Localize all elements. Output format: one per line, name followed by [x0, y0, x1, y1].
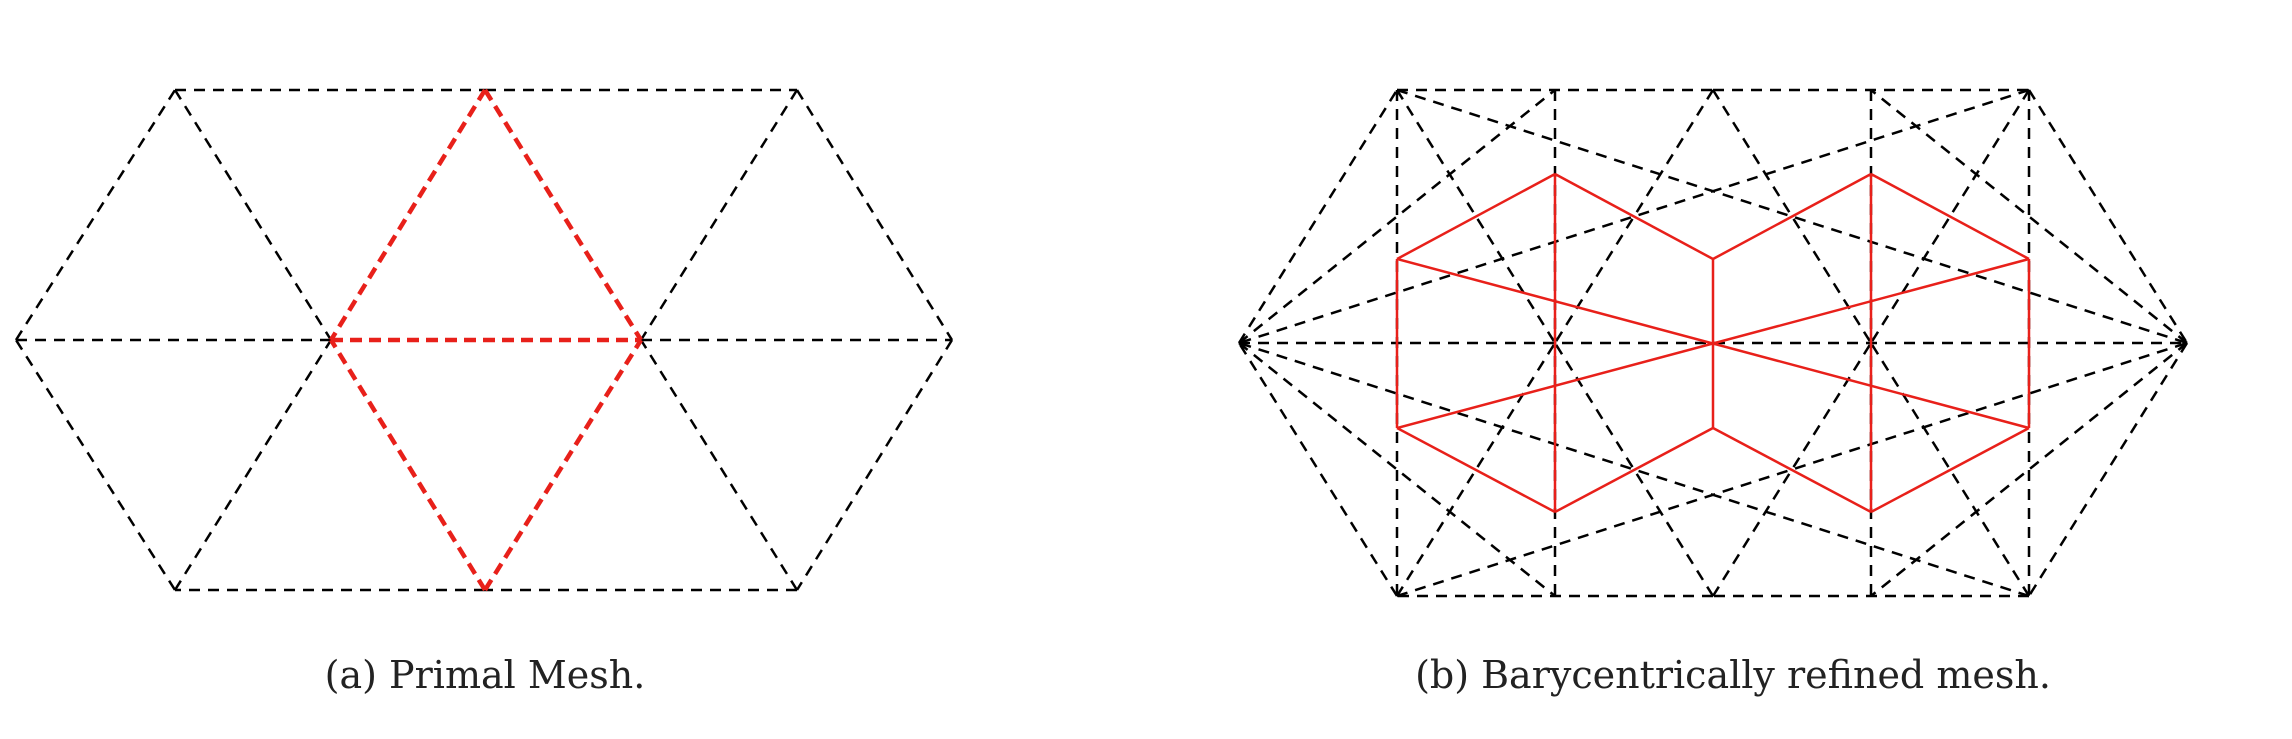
- highlight-edge: [329, 338, 487, 592]
- mesh-edge: [1395, 89, 1557, 344]
- mesh-edge: [1870, 89, 2188, 344]
- mesh-edge: [173, 89, 333, 341]
- dual-edge: [1396, 257, 2030, 430]
- mesh-edge: [14, 89, 177, 341]
- dual-edge: [1712, 172, 1872, 261]
- highlight-edge: [483, 88, 643, 342]
- mesh-edge: [1869, 89, 2031, 344]
- caption-primal-mesh: (a) Primal Mesh.: [324, 653, 646, 697]
- mesh-edge: [1711, 89, 1873, 344]
- mesh-edge: [1395, 342, 1557, 597]
- mesh-edge: [14, 339, 177, 591]
- mesh-edge: [1553, 342, 1715, 597]
- mesh-edge: [639, 339, 799, 591]
- caption-refined-mesh: (b) Barycentrically refined mesh.: [1415, 653, 2051, 697]
- mesh-edge: [1396, 341, 2188, 598]
- mesh-edge: [2027, 342, 2189, 597]
- dual-edge: [1396, 426, 1556, 514]
- dual-edge: [1870, 426, 2030, 514]
- mesh-edge: [1238, 89, 1556, 344]
- mesh-edge: [173, 339, 333, 591]
- dual-edge: [1554, 172, 1714, 261]
- mesh-edge: [1711, 342, 1873, 597]
- mesh-edge: [639, 89, 799, 341]
- mesh-edge: [1237, 342, 1399, 597]
- refined-mesh-panel: [1237, 88, 2189, 598]
- highlight-edge: [483, 338, 643, 592]
- highlight-edge: [329, 88, 487, 342]
- mesh-edge: [795, 339, 954, 591]
- mesh-edge: [1238, 342, 1556, 597]
- mesh-edge: [1870, 342, 2188, 597]
- dual-edge: [1712, 426, 1872, 514]
- dual-edge: [1396, 172, 1556, 261]
- dual-edge: [1554, 426, 1714, 514]
- mesh-edge: [1869, 342, 2031, 597]
- mesh-edge: [1238, 88, 2030, 345]
- mesh-edge: [2027, 89, 2189, 344]
- mesh-edge: [1238, 341, 2030, 598]
- mesh-edge: [1237, 89, 1399, 344]
- dual-edge: [1870, 172, 2030, 261]
- mesh-edge: [1553, 89, 1715, 344]
- mesh-edge: [795, 89, 954, 341]
- mesh-edge: [1396, 88, 2188, 345]
- primal-mesh-panel: [14, 88, 954, 592]
